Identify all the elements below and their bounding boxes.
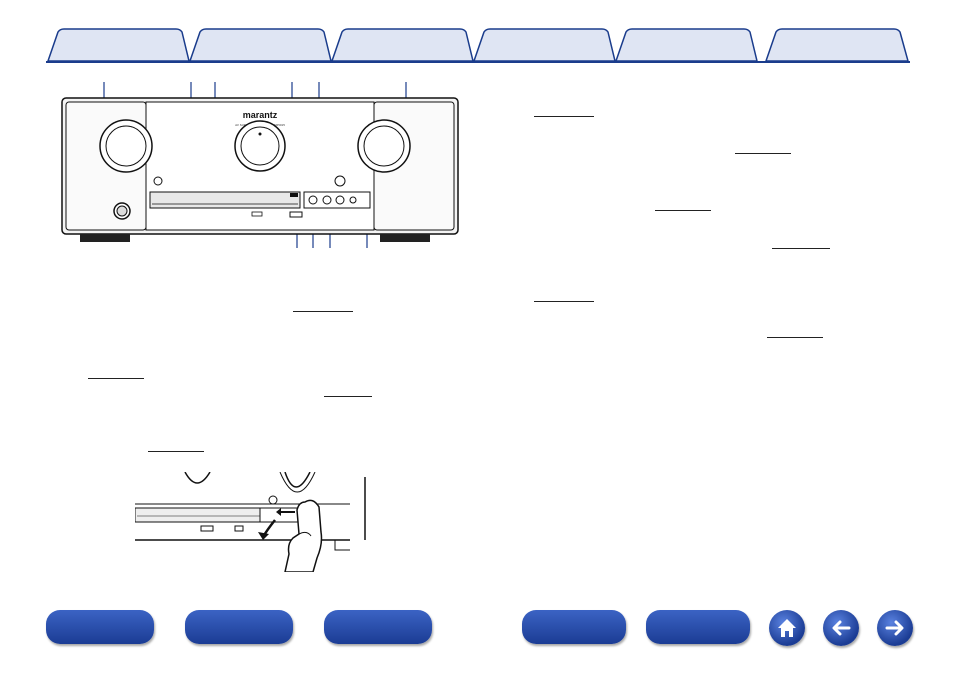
reference-link-3[interactable] — [655, 210, 711, 211]
nav-button-3[interactable] — [324, 610, 432, 644]
reference-link-1[interactable] — [534, 116, 594, 117]
nav-button-4[interactable] — [522, 610, 626, 644]
forward-button[interactable] — [877, 610, 913, 646]
tab-3[interactable] — [330, 28, 475, 61]
reference-link-4[interactable] — [772, 248, 830, 249]
reference-link-9[interactable] — [324, 396, 372, 397]
tab-5[interactable] — [614, 28, 759, 61]
home-button[interactable] — [769, 610, 805, 646]
tab-6[interactable] — [764, 28, 910, 61]
reference-link-5[interactable] — [534, 301, 594, 302]
nav-button-1[interactable] — [46, 610, 154, 644]
brand-logo: marantz — [243, 110, 278, 120]
arrow-right-icon — [885, 620, 904, 636]
tab-divider — [46, 61, 910, 63]
section-tabs — [46, 28, 910, 64]
door-open-illustration — [135, 472, 366, 572]
tab-2[interactable] — [188, 28, 333, 61]
nav-button-2[interactable] — [185, 610, 293, 644]
reference-link-10[interactable] — [148, 451, 204, 452]
front-panel-illustration: marantz AV SURROUND RECEIVER SR5015 — [61, 82, 459, 248]
arrow-left-icon — [832, 620, 851, 636]
tab-4[interactable] — [472, 28, 617, 61]
reference-link-7[interactable] — [293, 311, 353, 312]
reference-link-8[interactable] — [88, 378, 144, 379]
back-button[interactable] — [823, 610, 859, 646]
reference-link-6[interactable] — [767, 337, 823, 338]
nav-button-5[interactable] — [646, 610, 750, 644]
tab-1[interactable] — [46, 28, 191, 61]
arrow-down-curve-icon — [258, 508, 295, 540]
reference-link-2[interactable] — [735, 153, 791, 154]
home-icon — [778, 619, 796, 637]
